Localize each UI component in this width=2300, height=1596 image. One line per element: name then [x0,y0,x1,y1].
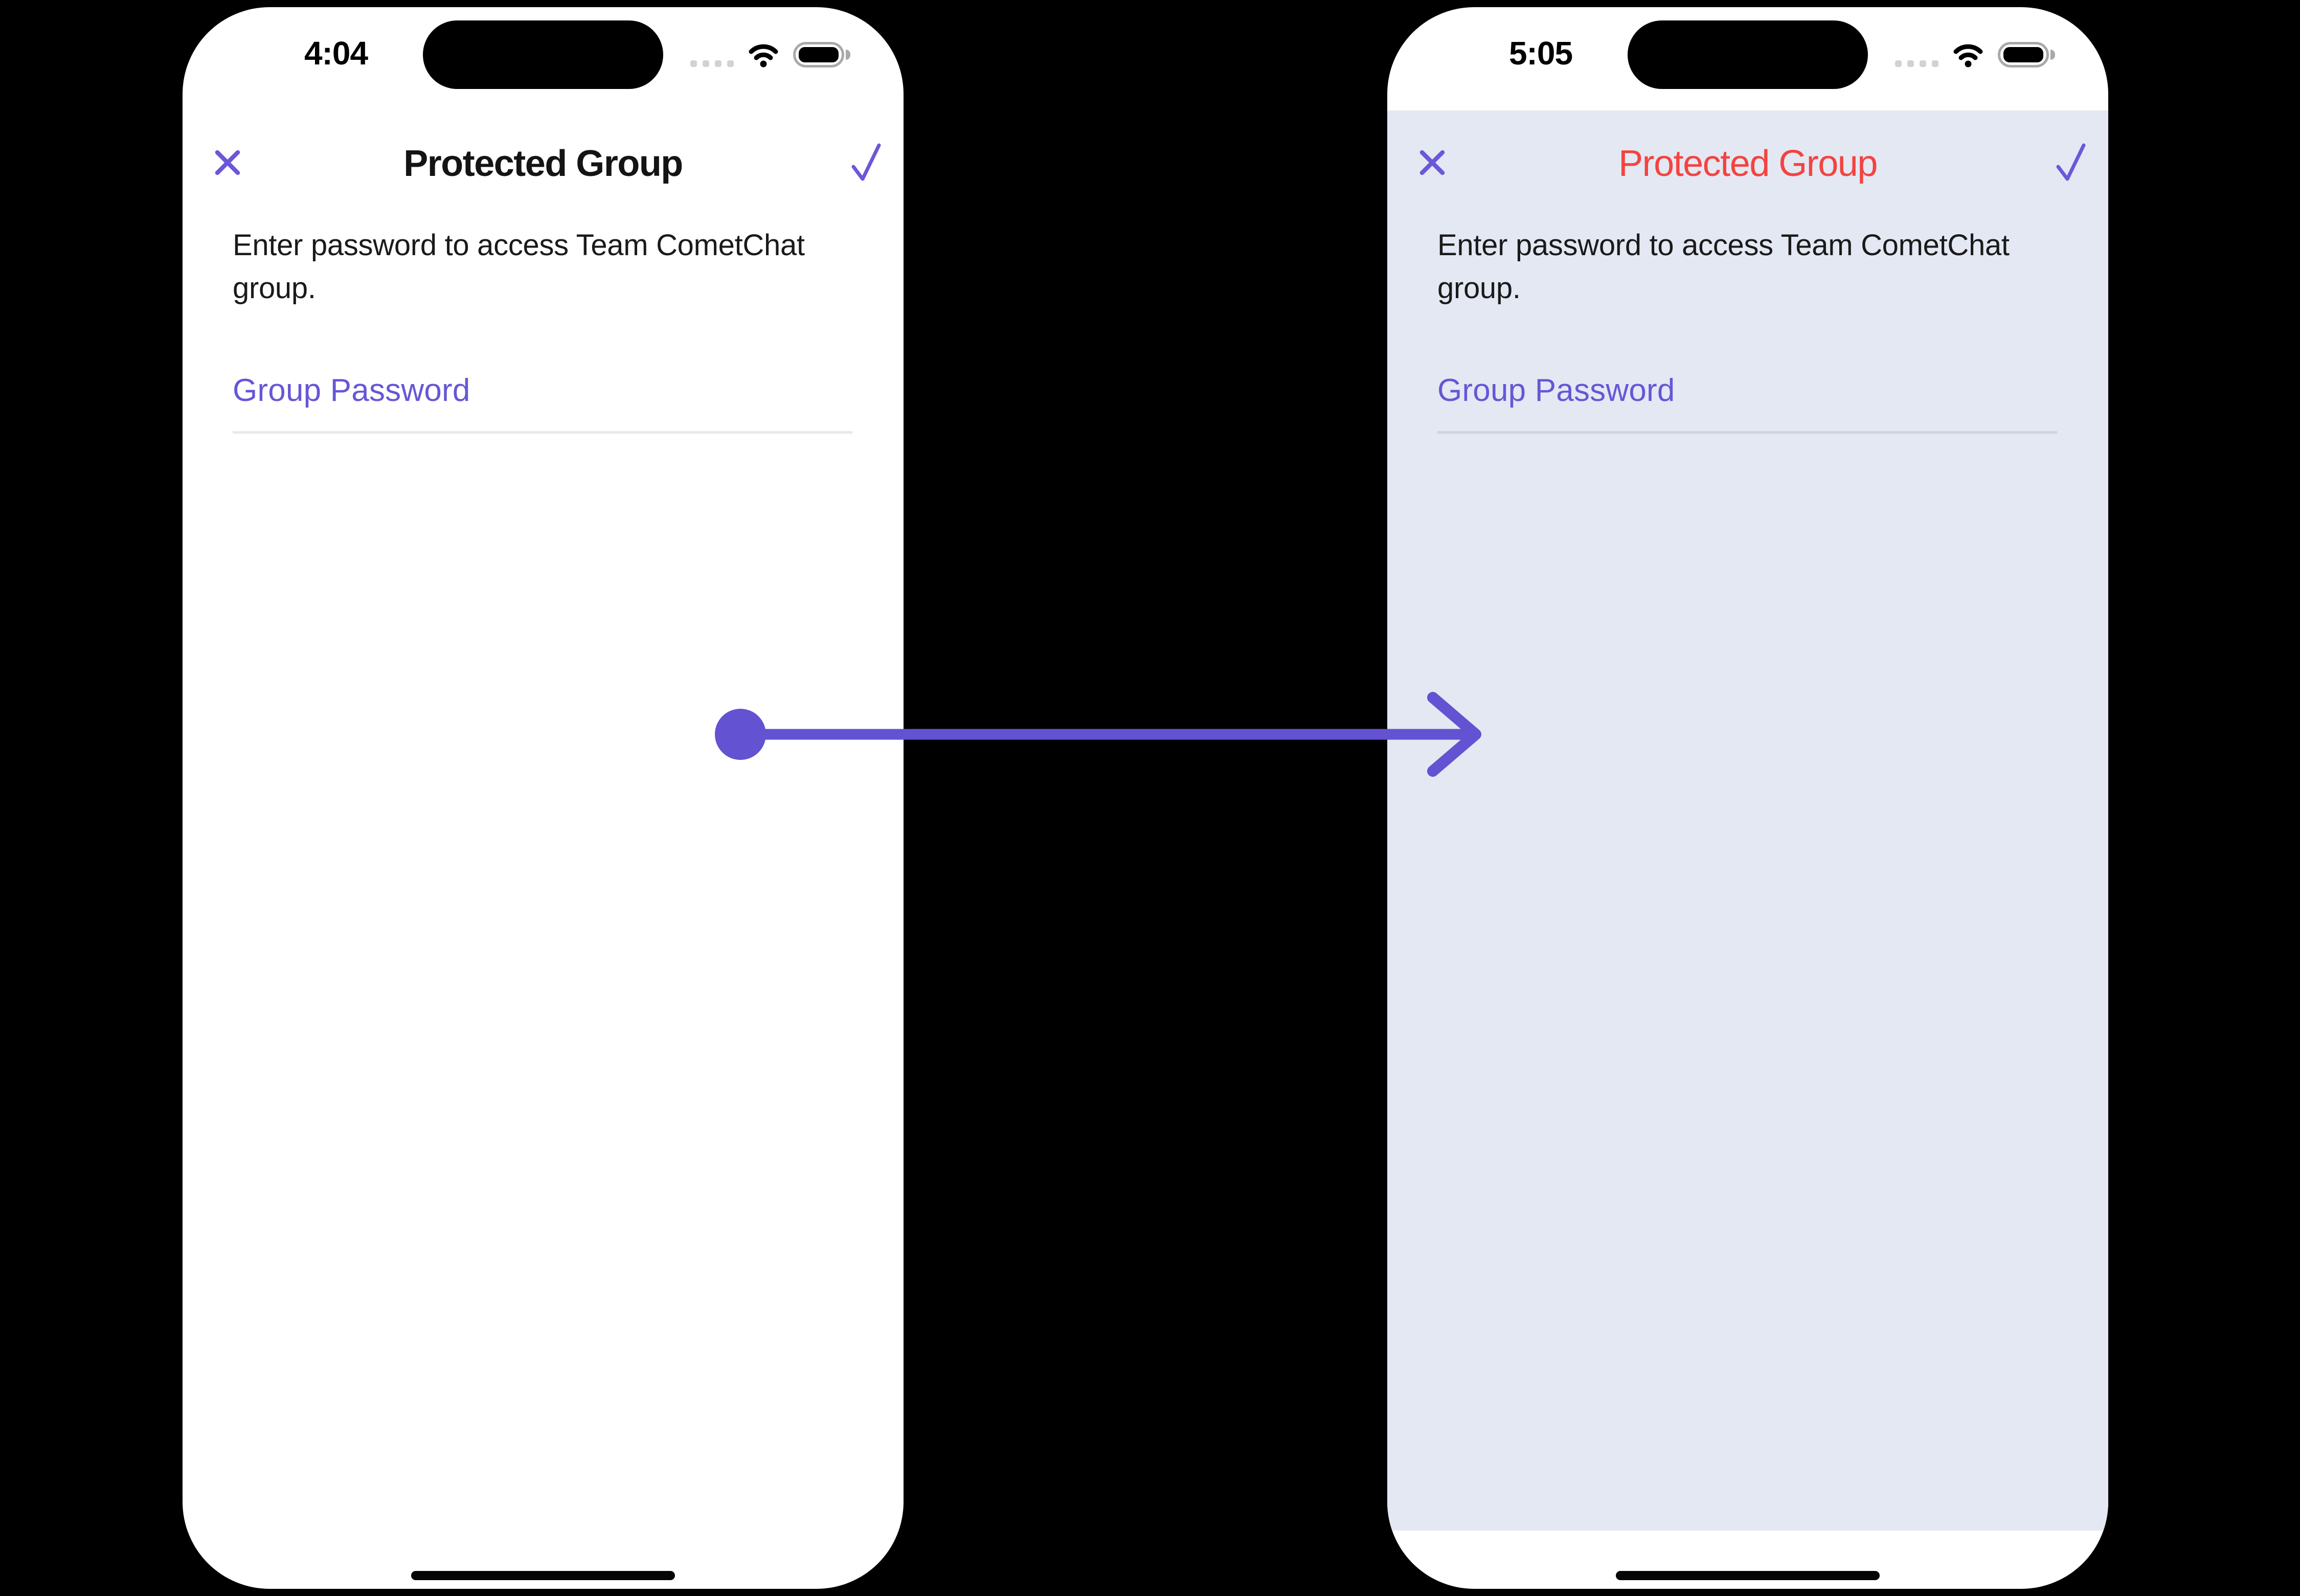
wifi-icon [1953,44,1983,68]
checkmark-icon [2056,143,2086,181]
wifi-icon [749,44,778,68]
input-underline [233,431,852,434]
phone-custom-theme: 5:05 Protected Group Enter password to a… [1387,7,2108,1589]
status-time: 4:04 [304,35,368,72]
status-icons [690,42,850,68]
dynamic-island [1628,20,1868,89]
page-title: Protected Group [403,143,683,184]
cellular-signal-icon [1895,60,1938,67]
group-password-label: Group Password [1437,373,1675,408]
close-x-icon [215,150,240,175]
confirm-button[interactable] [2056,142,2086,185]
close-button[interactable] [213,148,242,179]
phone-default-theme: 4:04 Protected Group Enter password to a… [183,7,904,1589]
home-indicator[interactable] [411,1571,675,1580]
group-password-label: Group Password [233,373,470,408]
cellular-signal-icon [690,60,734,67]
transition-arrow [715,692,1481,777]
dynamic-island [423,20,663,89]
input-underline [1437,431,2057,434]
page-title: Protected Group [1618,143,1878,184]
close-x-icon [1419,150,1445,175]
battery-icon [793,42,850,68]
home-indicator[interactable] [1616,1571,1880,1580]
description-text: Enter password to access Team CometChat … [1437,229,2010,305]
description-text: Enter password to access Team CometChat … [233,229,805,305]
group-password-input[interactable]: Group Password [1437,371,2057,434]
status-time: 5:05 [1508,35,1573,72]
themed-background-surface [1387,110,2108,1531]
group-password-input[interactable]: Group Password [233,371,852,434]
status-icons [1895,42,2055,68]
close-button[interactable] [1418,148,1447,179]
battery-icon [1998,42,2055,68]
confirm-button[interactable] [851,142,881,185]
checkmark-icon [851,143,881,181]
